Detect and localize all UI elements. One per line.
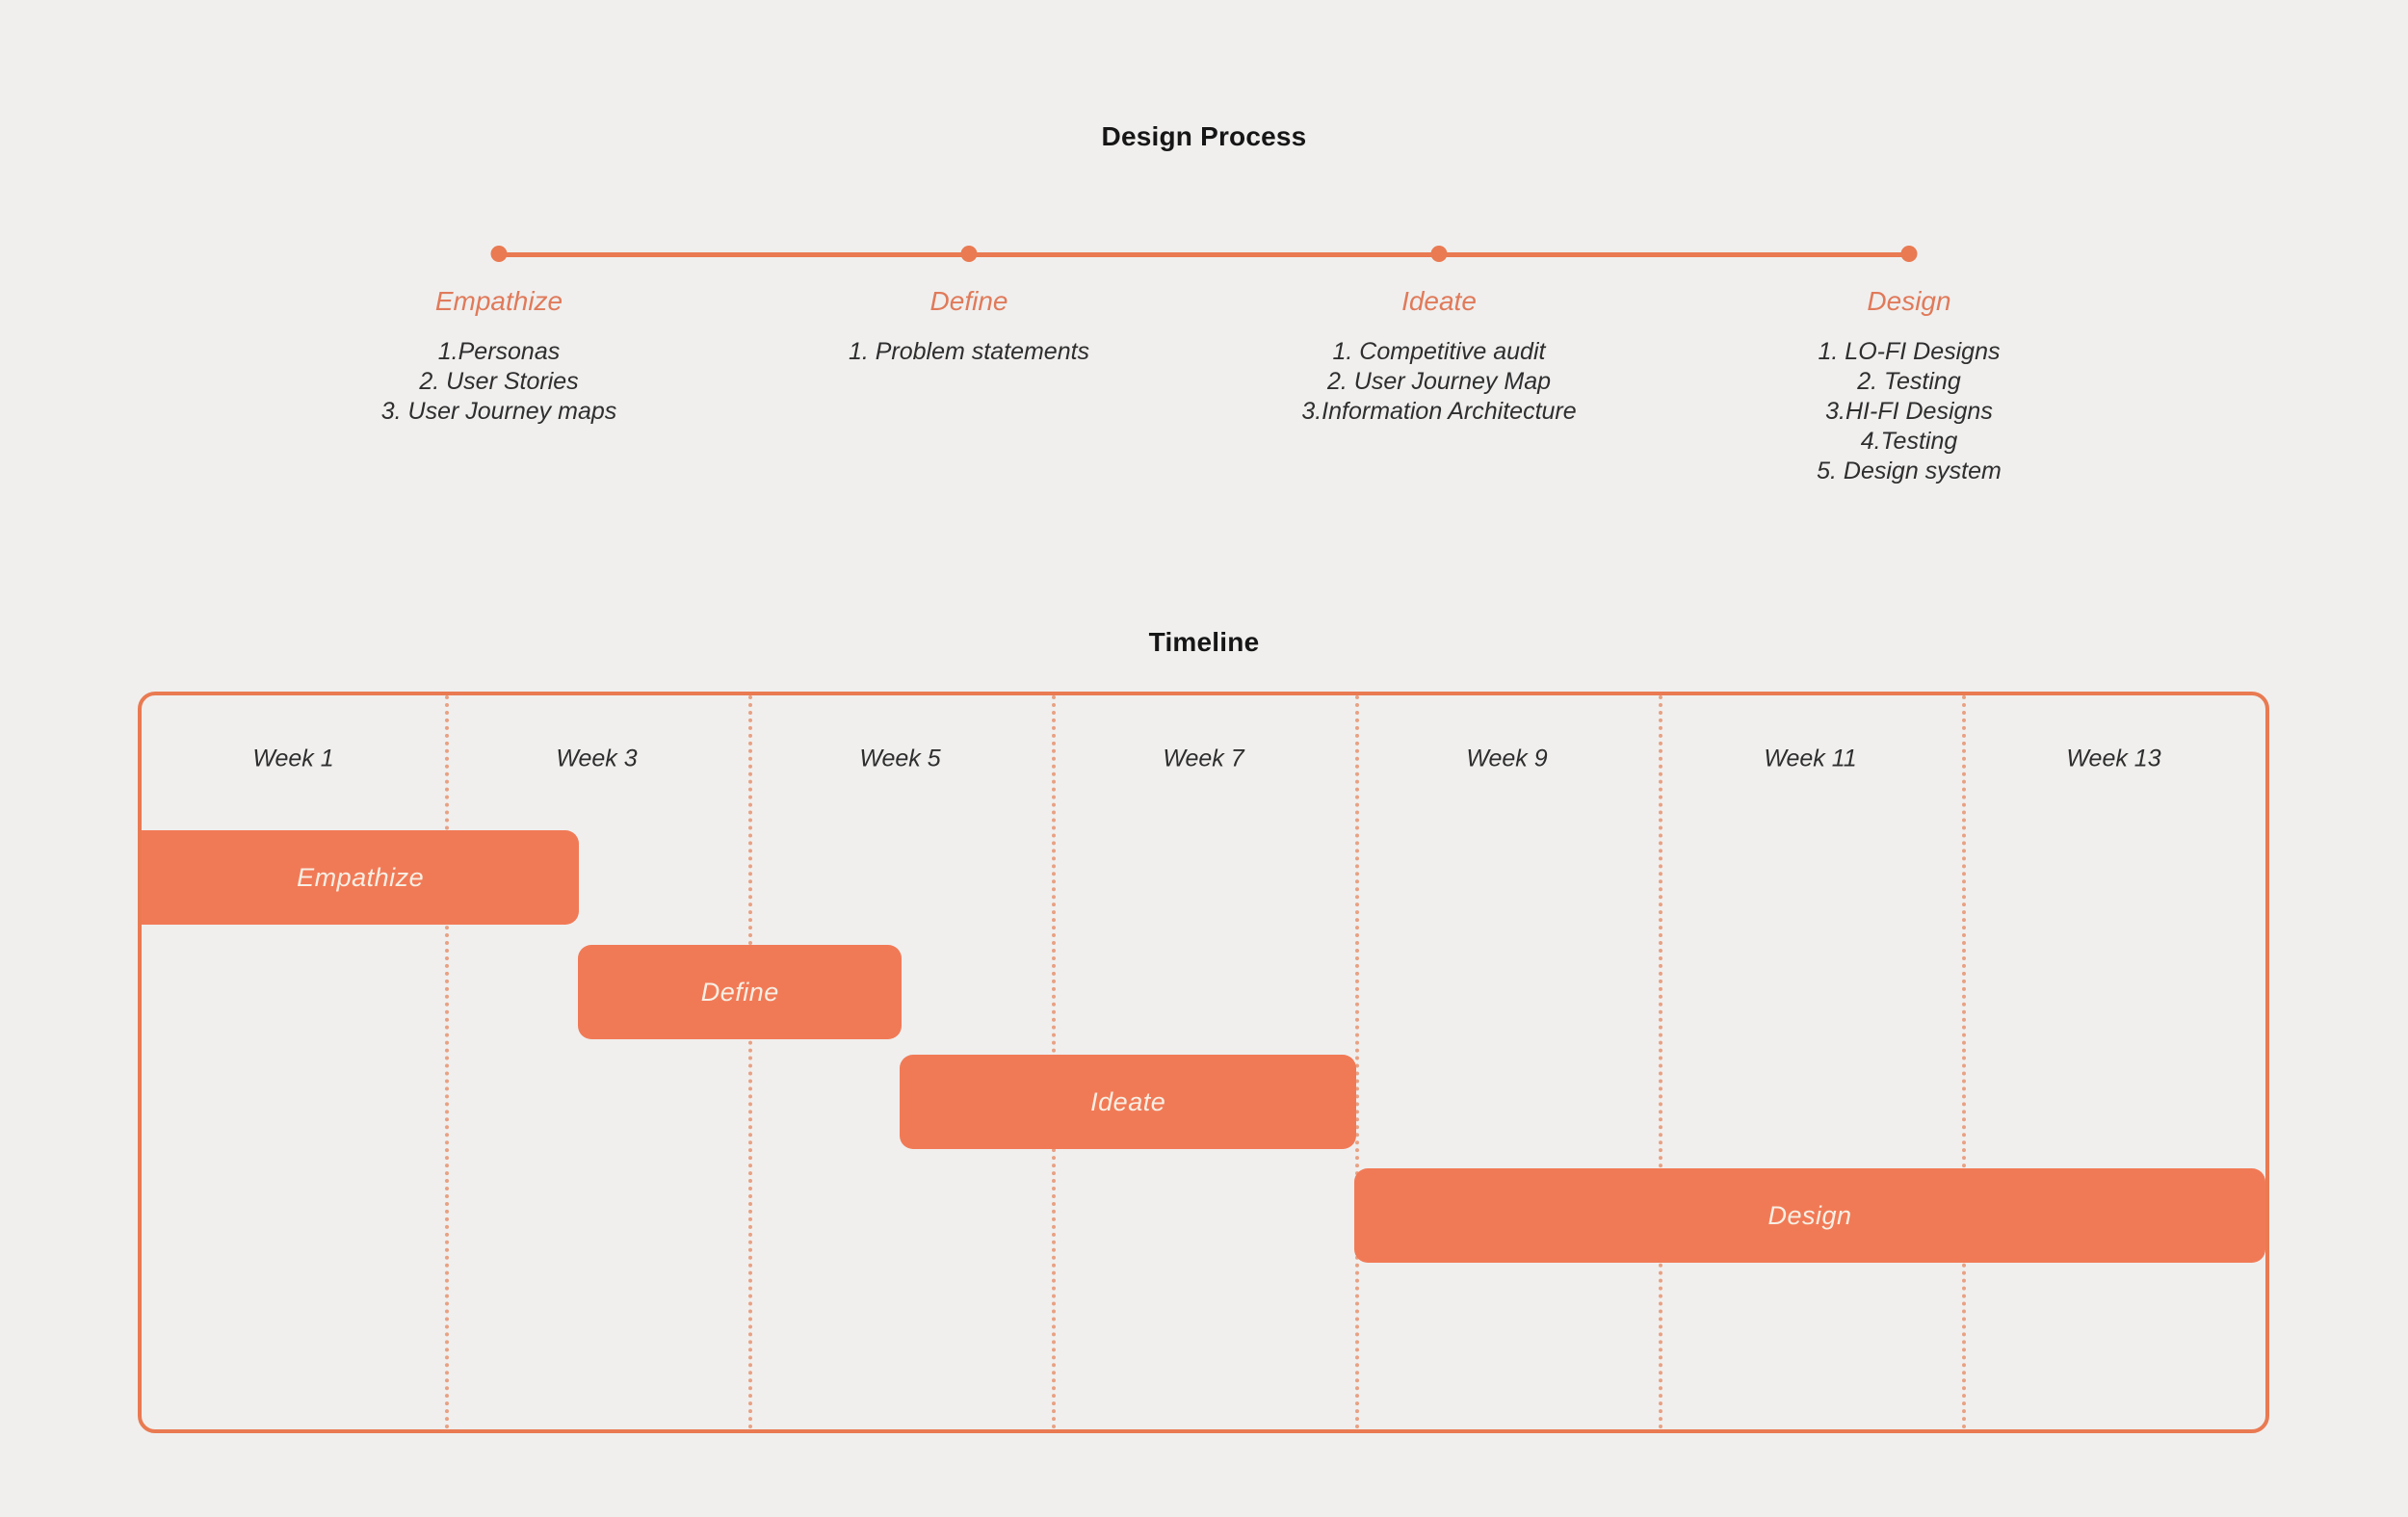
stage-activity-item: 1.Personas [437, 338, 561, 365]
gantt-chart: Week 1 Week 3 Week 5 Week 7 Week 9 Week 11 Wee… [138, 692, 2269, 1433]
gantt-bar-label: Design [1767, 1200, 1852, 1230]
stage-activity-item: 1. LO-FI Designs [1818, 338, 2001, 365]
week-label-week-5: Week 5 [859, 745, 941, 772]
stage-activity-item: 2. User Journey Map [1326, 368, 1552, 395]
gantt-bar-define: Define [578, 945, 903, 1039]
gantt-bar-empathize: Empathize [142, 830, 580, 925]
gantt-bar-label: Empathize [297, 862, 425, 892]
stage-activities: 1. LO-FI Designs 2. Testing 3.HI-FI Design… [1688, 337, 2131, 486]
stage-dot-empathize [490, 246, 508, 262]
gantt-bar-ideate: Ideate [900, 1055, 1357, 1149]
process-timeline-line [499, 252, 1909, 257]
stage-ideate: Ideate 1. Competitive audit 2. User Journe… [1217, 286, 1661, 427]
week-divider [748, 695, 752, 1429]
timeline-title: Timeline [1148, 627, 1260, 657]
stage-activity-item: 5. Design system [1817, 458, 2002, 484]
stage-label: Design [1867, 286, 1951, 316]
stage-define: Define 1. Problem statements [747, 286, 1191, 367]
stage-dot-define [960, 246, 978, 262]
stage-activity-item: 3.Information Architecture [1301, 398, 1577, 425]
stage-activity-item: 2. Testing [1857, 368, 1961, 395]
stage-design: Design 1. LO-FI Designs 2. Testing 3.HI-FI … [1688, 286, 2131, 486]
week-divider [445, 695, 449, 1429]
stage-activity-item: 1. Competitive audit [1332, 338, 1546, 365]
stage-label: Define [929, 286, 1008, 316]
week-label-week-3: Week 3 [556, 745, 638, 772]
gantt-bar-label: Define [700, 977, 779, 1007]
week-label-week-1: Week 1 [252, 745, 334, 772]
stage-dot-design [1900, 246, 1918, 262]
week-divider [1962, 695, 1966, 1429]
week-divider [1355, 695, 1359, 1429]
gantt-bar-design: Design [1354, 1168, 2265, 1263]
stage-empathize: Empathize 1.Personas 2. User Stories 3. Use… [277, 286, 720, 427]
stage-activities: 1.Personas 2. User Stories 3. User Journey… [277, 337, 720, 427]
stage-activity-item: 1. Problem statements [848, 338, 1090, 365]
week-divider [1659, 695, 1662, 1429]
week-label-week-13: Week 13 [2066, 745, 2161, 772]
week-label-week-11: Week 11 [1764, 745, 1857, 772]
stage-activity-item: 4.Testing [1860, 428, 1958, 455]
stage-activity-item: 3.HI-FI Designs [1825, 398, 1993, 425]
week-label-week-9: Week 9 [1466, 745, 1548, 772]
stage-activity-item: 3. User Journey maps [380, 398, 617, 425]
stage-label: Ideate [1401, 286, 1477, 316]
stage-activities: 1. Problem statements [747, 337, 1191, 367]
stage-activity-item: 2. User Stories [419, 368, 579, 395]
week-label-week-7: Week 7 [1163, 745, 1244, 772]
gantt-bar-label: Ideate [1090, 1086, 1166, 1116]
process-title: Design Process [1101, 121, 1307, 151]
stage-label: Empathize [434, 286, 563, 316]
stage-dot-ideate [1430, 246, 1448, 262]
stage-activities: 1. Competitive audit 2. User Journey Map 3… [1217, 337, 1661, 427]
